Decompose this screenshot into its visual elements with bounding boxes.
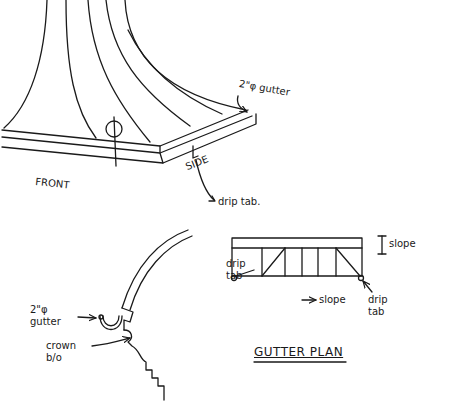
drip-tab-callout: drip tab	[226, 258, 256, 281]
gutter-plan	[232, 236, 387, 362]
gutter-section	[78, 230, 192, 400]
gutter-callout: 2"φ gutter	[30, 304, 74, 327]
crown-callout: crown b/o	[46, 340, 88, 363]
gutter-callout: 2"φ gutter	[238, 78, 319, 103]
side-label: SIDE	[184, 147, 225, 173]
roof-perspective	[2, 0, 256, 201]
drip-tab-callout: drip tab.	[218, 196, 278, 208]
slope-note: slope	[389, 238, 429, 250]
title-underline	[254, 361, 346, 362]
plan-title: GUTTER PLAN	[254, 346, 364, 360]
drip-tab-callout: drip tab	[368, 294, 398, 317]
slope-note: slope	[319, 294, 359, 306]
front-label: FRONT	[35, 176, 86, 193]
